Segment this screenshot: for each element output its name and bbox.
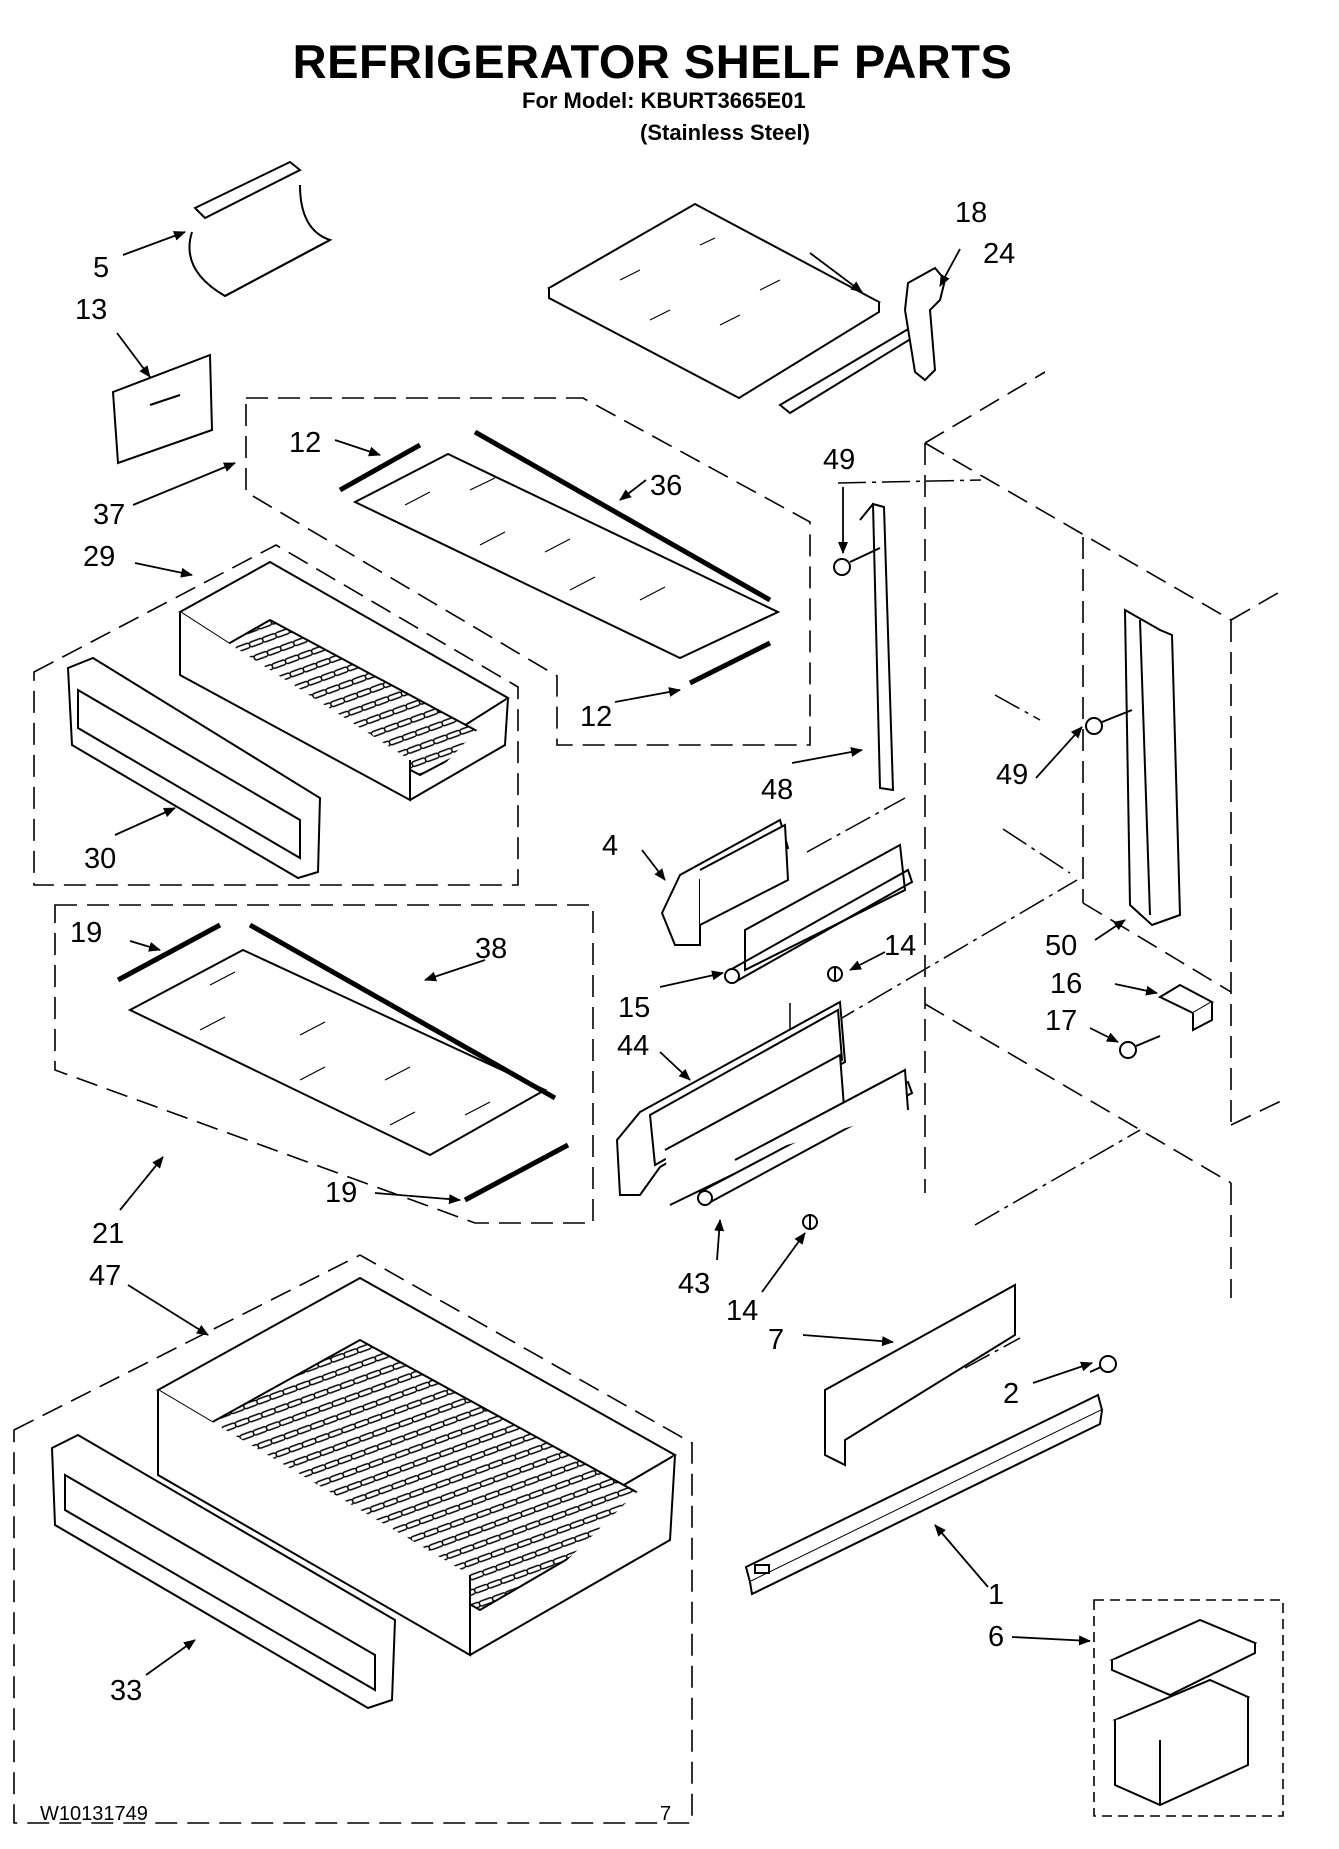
box-37-shelf-kit — [245, 397, 811, 746]
cabinet-outline — [924, 371, 1284, 1298]
reference-lines — [789, 479, 1141, 1369]
box-21-shelf-kit — [54, 904, 594, 1224]
callout-14-top: 14 — [884, 930, 916, 962]
callout-12-top: 12 — [289, 427, 321, 459]
callout-13: 13 — [75, 294, 107, 326]
finish-line: (Stainless Steel) — [640, 120, 810, 145]
model-line: For Model: KBURT3665E01 — [522, 88, 806, 113]
page-title: REFRIGERATOR SHELF PARTS — [292, 35, 1013, 88]
part-29-crisper-pan — [178, 560, 510, 802]
callout-21: 21 — [92, 1218, 124, 1250]
part-17-screw — [1119, 1035, 1161, 1059]
callout-49-left: 49 — [823, 444, 855, 476]
leader-lines — [114, 231, 1158, 1676]
part-44-slide-bracket — [615, 1000, 847, 1206]
callout-44: 44 — [617, 1030, 649, 1062]
doc-number: W10131749 — [40, 1803, 148, 1825]
part-7-plate — [824, 1283, 1016, 1467]
callout-5: 5 — [93, 252, 109, 284]
callout-17: 17 — [1045, 1005, 1077, 1037]
part-33-basket-front — [50, 1433, 397, 1710]
part-43-slide — [697, 1068, 914, 1207]
part-49-screws — [833, 547, 1133, 735]
part-47-freezer-basket — [155, 1276, 678, 1657]
callout-37: 37 — [93, 499, 125, 531]
callout-48: 48 — [761, 774, 793, 806]
group-boxes — [13, 371, 1284, 1824]
callout-15: 15 — [618, 992, 650, 1024]
callout-6: 6 — [988, 1621, 1004, 1653]
box-6-bin-kit — [1093, 1599, 1284, 1817]
callout-30: 30 — [84, 843, 116, 875]
callout-7: 7 — [768, 1324, 784, 1356]
part-16-clip — [1157, 983, 1215, 1032]
callout-1: 1 — [988, 1579, 1004, 1611]
box-47-drawer-kit — [13, 1254, 693, 1824]
callout-16: 16 — [1050, 968, 1082, 1000]
part-24-shelf-bracket — [778, 266, 947, 415]
part-2-screw — [1089, 1355, 1117, 1373]
part-38-glass-shelf — [116, 922, 570, 1203]
callout-19-top: 19 — [70, 917, 102, 949]
callout-18: 18 — [955, 197, 987, 229]
callout-2: 2 — [1003, 1378, 1019, 1410]
callout-29: 29 — [83, 541, 115, 573]
part-6-bin — [1109, 1618, 1258, 1807]
callout-43: 43 — [678, 1268, 710, 1300]
part-13-cover — [111, 353, 214, 465]
callout-4: 4 — [602, 830, 618, 862]
part-1-drawer-slide — [744, 1393, 1104, 1596]
callout-47: 47 — [89, 1260, 121, 1292]
part-5-door-trim — [188, 160, 333, 298]
callout-labels: 5 13 18 24 12 36 37 29 12 49 48 49 30 4 … — [70, 197, 1082, 1707]
part-48-rail — [859, 502, 895, 792]
callout-50: 50 — [1045, 930, 1077, 962]
part-18-glass-shelf — [546, 202, 882, 400]
part-14-screws — [802, 966, 843, 1230]
part-36-glass-shelf — [338, 429, 781, 686]
callout-19-bottom: 19 — [325, 1177, 357, 1209]
callout-24: 24 — [983, 238, 1015, 270]
part-30-crisper-cover — [66, 656, 322, 880]
callout-49-right: 49 — [996, 759, 1028, 791]
callout-38: 38 — [475, 933, 507, 965]
part-50-rail — [1123, 608, 1182, 927]
callout-12-bottom: 12 — [580, 701, 612, 733]
callout-36: 36 — [650, 470, 682, 502]
box-29-drawer-kit — [33, 544, 519, 886]
callout-33: 33 — [110, 1675, 142, 1707]
callout-14-bottom: 14 — [726, 1295, 758, 1327]
part-4-bracket — [660, 818, 790, 946]
part-15-slide — [724, 843, 914, 984]
page-number: 7 — [660, 1803, 672, 1825]
